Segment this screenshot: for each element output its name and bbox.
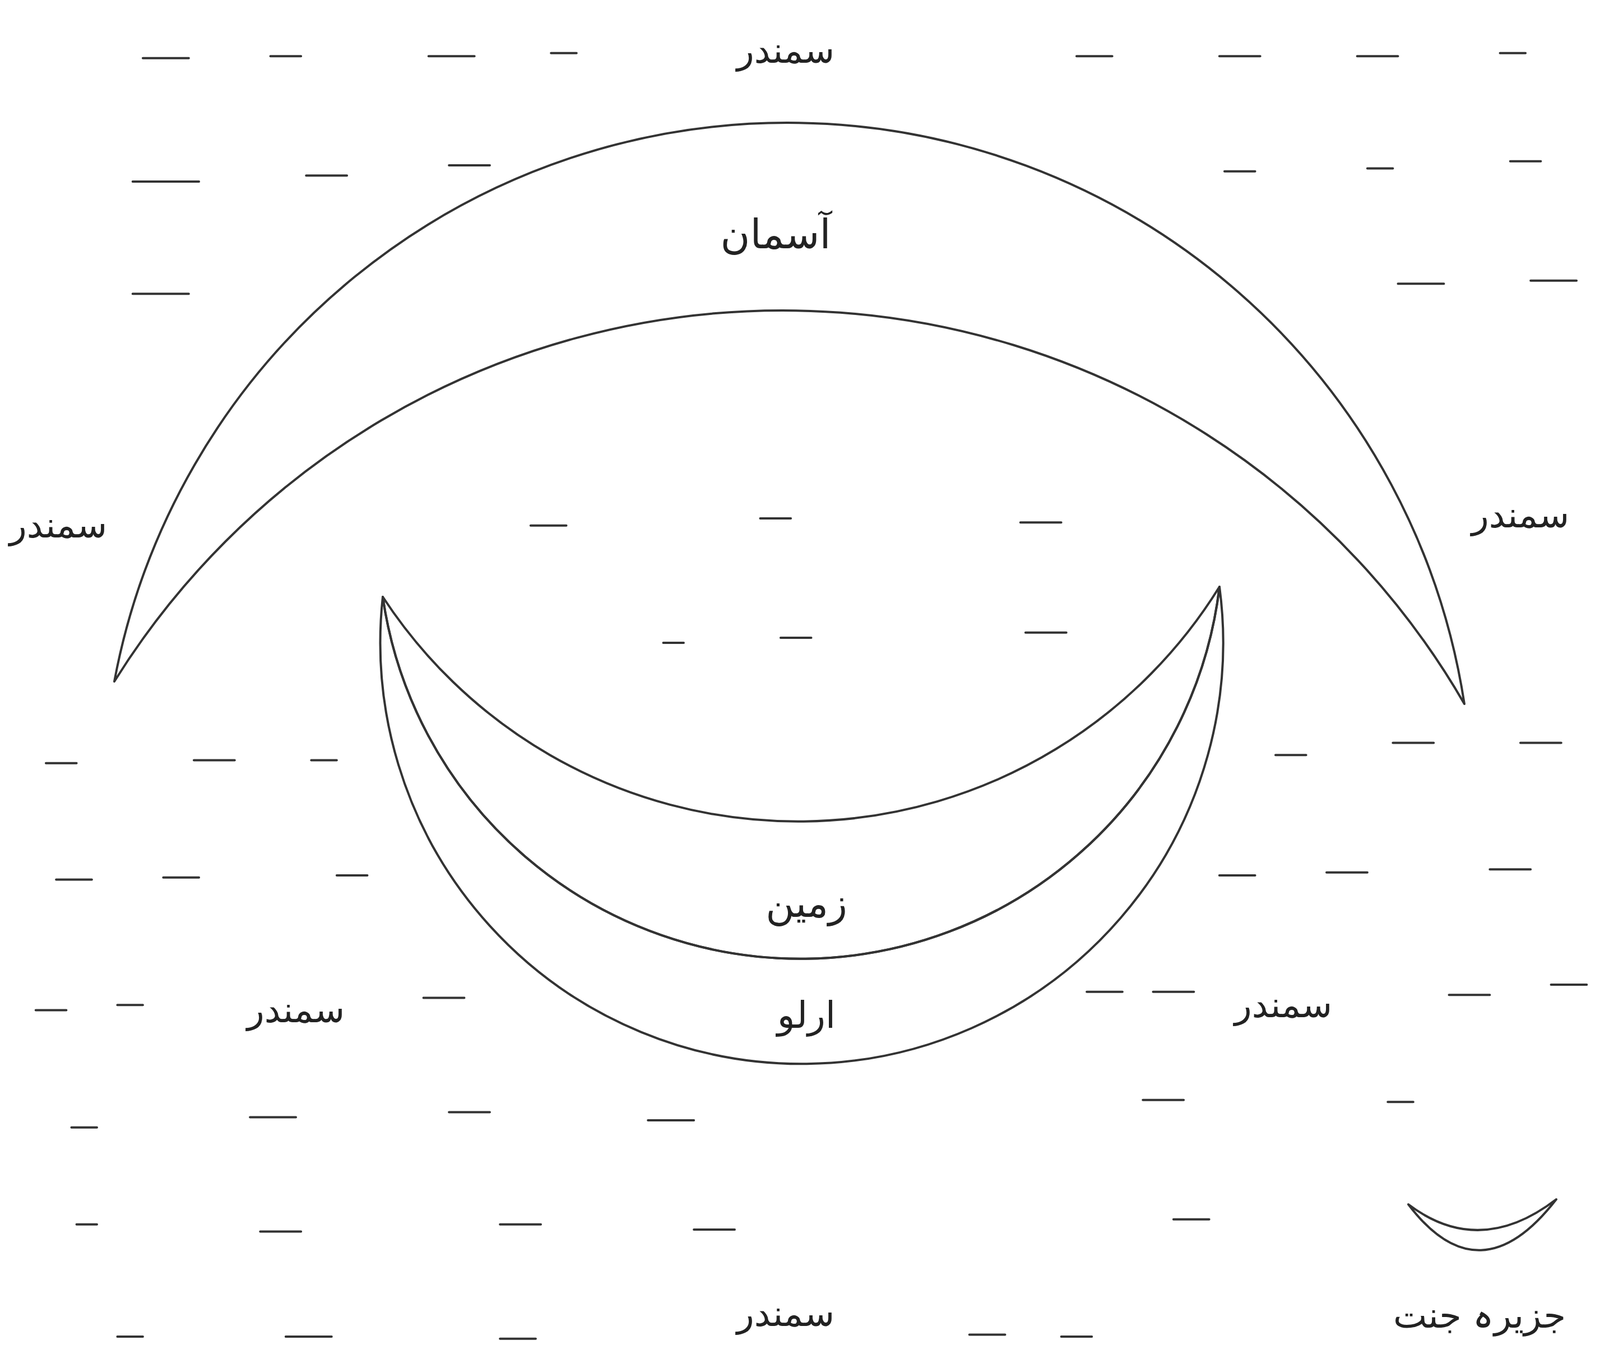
band-name: جزیرہ جنت (1393, 1292, 1566, 1339)
wave-dashes (35, 53, 1588, 1339)
band-outline-path (114, 122, 1465, 704)
band-name: آسمان (720, 208, 832, 262)
text-holder: زمین (765, 878, 848, 930)
band-name: ارلو (777, 991, 836, 1040)
sea-label: سمندر (736, 27, 835, 74)
label-holder: سمندر (1234, 981, 1333, 1029)
text-holder: آسمان (720, 208, 832, 262)
band-outline-path (1408, 1199, 1557, 1251)
sea-label: سمندر (247, 986, 345, 1034)
label-holder: سمندر (1471, 492, 1570, 539)
sea-label: سمندر (1234, 981, 1333, 1029)
label-holder: سمندر (736, 27, 835, 74)
sky-band: آسمان (100, 112, 1480, 718)
label-holder: سمندر (247, 986, 345, 1034)
underworld-band: ارلو (358, 577, 1245, 1082)
sea-label: سمندر (9, 502, 108, 549)
sea-label: سمندر (1471, 492, 1570, 539)
band-name: زمین (765, 878, 848, 930)
band-outline-path (380, 586, 1224, 1064)
paradise-island: جزیرہ جنت (1367, 1176, 1592, 1354)
label-holder: سمندر (736, 1290, 835, 1338)
band-outline-path (382, 586, 1220, 959)
label-holder: سمندر (9, 502, 108, 549)
text-holder: ارلو (777, 991, 836, 1040)
band-outline (100, 112, 1480, 718)
text-holder: جزیرہ جنت (1393, 1292, 1566, 1339)
sea-label: سمندر (736, 1290, 835, 1338)
